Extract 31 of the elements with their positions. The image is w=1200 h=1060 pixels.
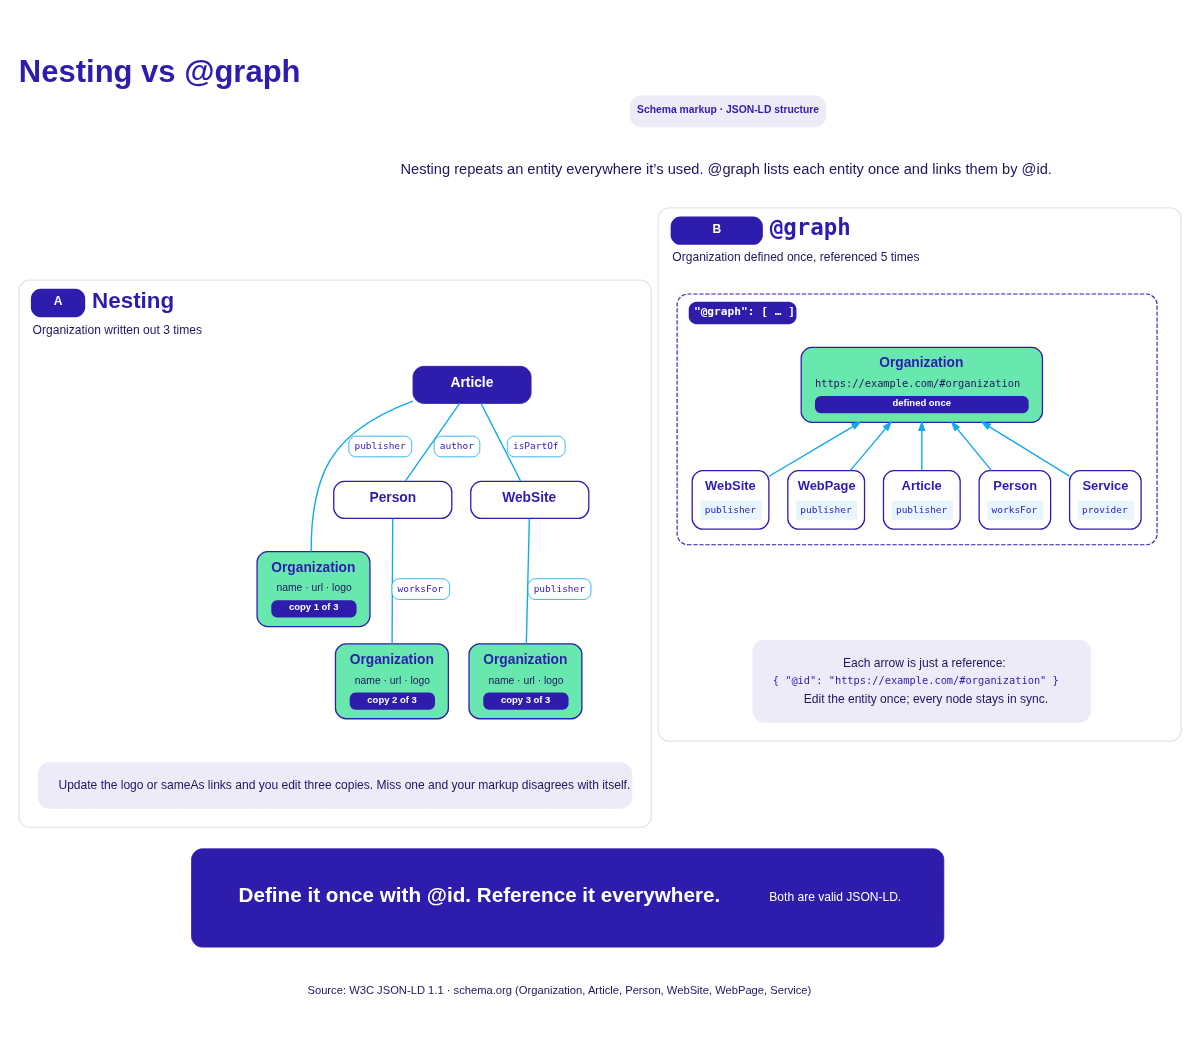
label: Source: W3C JSON-LD 1.1 · schema.org (Organization, Article, Person, WebSite, WebPage, Service) <box>307 983 812 996</box>
node-box: Organization name · url · logo copy 1 of 3 <box>256 550 371 627</box>
arrow <box>950 420 992 471</box>
arrow <box>768 420 862 477</box>
node-box: Person <box>333 480 453 519</box>
label: Nesting repeats an entity everywhere it’s used. @graph lists each entity once and links them by @id. <box>400 160 1052 177</box>
node-box: Person worksFor <box>978 469 1052 530</box>
diagram-title: Nesting vs @graph <box>18 53 301 89</box>
edge-label: author <box>439 439 474 451</box>
node-box: WebSite <box>470 480 590 519</box>
edge-label: publisher <box>354 439 406 451</box>
node-box: Organization name · url · logo copy 3 of 3 <box>468 642 583 719</box>
connector <box>525 517 531 644</box>
node-box: Organization https://example.com/#organization defined once <box>800 346 1044 423</box>
node-box: Service provider <box>1068 469 1142 530</box>
arrow <box>918 419 926 471</box>
arrow <box>849 420 893 471</box>
node-box: Define it once with @id. Reference it everywhere. Both are valid JSON-LD. <box>191 847 945 948</box>
arrow <box>980 420 1071 477</box>
connector <box>391 517 394 644</box>
label: Schema markup · JSON-LD structure <box>637 103 819 115</box>
node-box: WebSite publisher <box>691 469 770 530</box>
edge-label: worksFor <box>397 582 444 593</box>
connector <box>404 402 461 482</box>
edge-label: publisher <box>533 582 585 593</box>
node-box: Article <box>412 365 532 404</box>
node-box: Article publisher <box>882 469 961 530</box>
node-box: WebPage publisher <box>787 469 866 530</box>
edge-label: isPartOf <box>512 439 559 451</box>
node-box: Organization name · url · logo copy 2 of 3 <box>334 642 449 719</box>
connector <box>480 402 522 482</box>
